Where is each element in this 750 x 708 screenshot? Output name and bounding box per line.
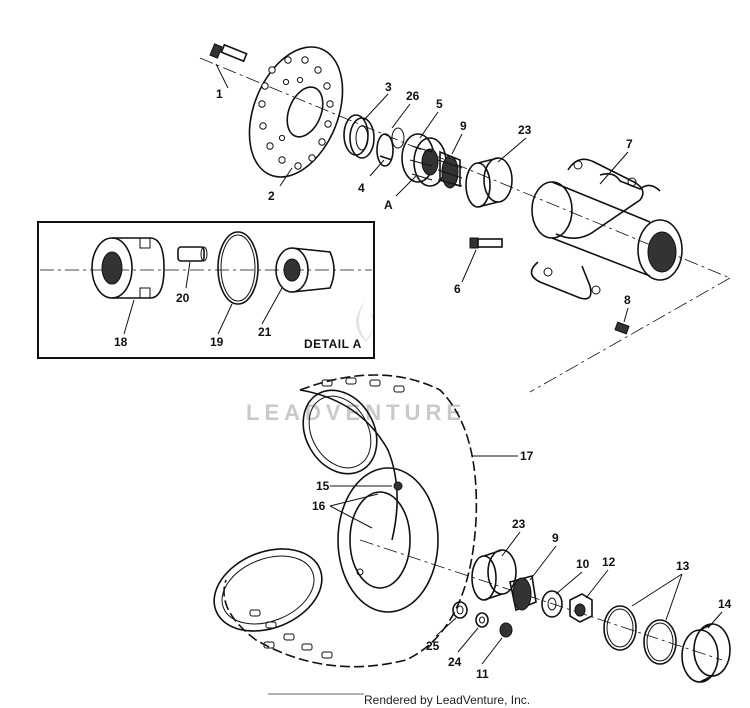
washers-part-25-24-11 bbox=[452, 601, 513, 638]
clutch-hub-part-21 bbox=[275, 247, 335, 293]
wheel-hub-part-7 bbox=[530, 158, 683, 300]
detail-a-label: DETAIL A bbox=[304, 337, 362, 351]
callout-19: 19 bbox=[210, 335, 224, 349]
leader-lines bbox=[123, 63, 723, 665]
callout-11: 11 bbox=[476, 667, 489, 681]
callout-9-lower: 9 bbox=[552, 531, 559, 545]
callout-14: 14 bbox=[718, 597, 732, 611]
callout-21: 21 bbox=[258, 325, 272, 339]
callout-9-upper: 9 bbox=[460, 119, 467, 133]
bolt-part-6 bbox=[469, 237, 503, 249]
callout-20: 20 bbox=[176, 291, 190, 305]
detail-a-box bbox=[37, 221, 375, 359]
callout-25: 25 bbox=[426, 639, 440, 653]
clutch-housing-part-18 bbox=[91, 237, 165, 299]
callout-13: 13 bbox=[676, 559, 690, 573]
tire-part-17 bbox=[213, 374, 478, 668]
callout-4: 4 bbox=[358, 181, 365, 195]
watermark-text: LEADVENTURE bbox=[246, 400, 466, 425]
roller-part-20 bbox=[177, 246, 208, 262]
callout-24: 24 bbox=[448, 655, 462, 669]
callout-23-lower: 23 bbox=[512, 517, 526, 531]
set-screw-part-8 bbox=[614, 321, 630, 335]
bolt-part-1 bbox=[209, 43, 248, 63]
snap-ring-part-4 bbox=[376, 127, 405, 167]
callout-7: 7 bbox=[626, 137, 633, 151]
o-ring-part-19 bbox=[217, 231, 259, 305]
callout-8: 8 bbox=[624, 293, 631, 307]
callout-16: 16 bbox=[312, 499, 326, 513]
callout-23-upper: 23 bbox=[518, 123, 532, 137]
castle-nut-part-12 bbox=[569, 593, 593, 623]
hub-cap-part-14 bbox=[681, 623, 731, 683]
seal-part-3 bbox=[343, 114, 375, 159]
callout-15: 15 bbox=[316, 479, 330, 493]
callout-26: 26 bbox=[406, 89, 420, 103]
o-rings-part-13 bbox=[603, 605, 677, 665]
bearing-part-9-lower bbox=[509, 574, 537, 612]
callout-A: A bbox=[384, 198, 393, 212]
washer-part-10 bbox=[541, 590, 563, 618]
footer-credit: Rendered by LeadVenture, Inc. bbox=[364, 693, 530, 707]
callout-12: 12 bbox=[602, 555, 616, 569]
callout-10: 10 bbox=[576, 557, 590, 571]
watermark: LEADVENTURE bbox=[246, 300, 466, 425]
bearing-race-part-23 bbox=[465, 157, 513, 208]
callout-1: 1 bbox=[216, 87, 223, 101]
brake-disc-part-2 bbox=[248, 46, 344, 178]
rim-part-16 bbox=[337, 467, 439, 613]
callout-labels: 1 2 3 4 5 26 9 23 7 A 6 8 20 18 19 21 17… bbox=[114, 80, 732, 681]
callout-3: 3 bbox=[385, 80, 392, 94]
callout-17: 17 bbox=[520, 449, 534, 463]
bearing-part-9 bbox=[437, 150, 463, 189]
callout-5: 5 bbox=[436, 97, 443, 111]
callout-18: 18 bbox=[114, 335, 128, 349]
upper-assembly bbox=[199, 43, 731, 393]
bearing-race-part-23-lower bbox=[471, 549, 517, 601]
callout-6: 6 bbox=[454, 282, 461, 296]
callout-2: 2 bbox=[268, 189, 275, 203]
